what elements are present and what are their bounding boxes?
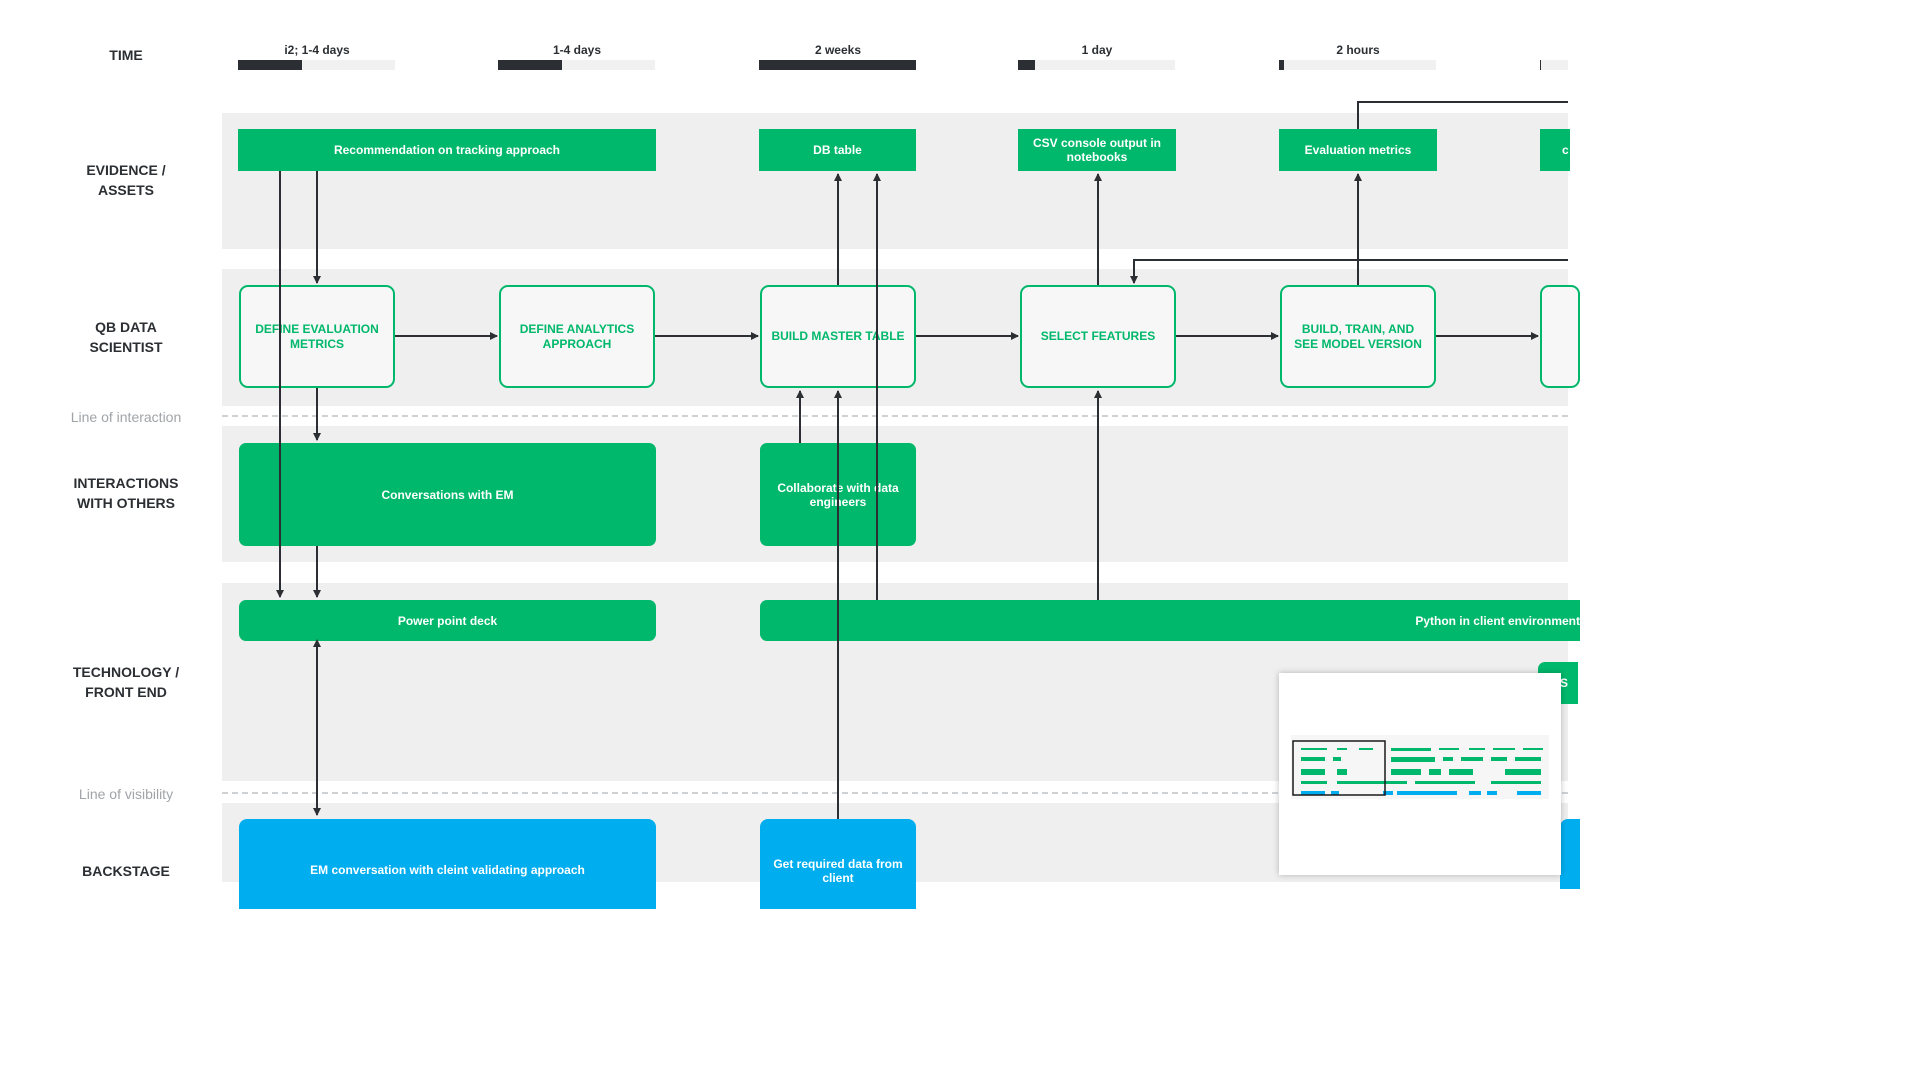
time-bar-fill-6 bbox=[1540, 60, 1542, 70]
evidence-csv-output[interactable]: CSV console output in notebooks bbox=[1018, 129, 1176, 171]
time-bar-fill-3 bbox=[759, 60, 916, 70]
evidence-cut-partial[interactable]: c bbox=[1540, 129, 1570, 171]
time-bar-fill-1 bbox=[238, 60, 303, 70]
tech-power-point-deck[interactable]: Power point deck bbox=[239, 600, 656, 641]
time-bar-fill-4 bbox=[1018, 60, 1036, 70]
time-label-5: 2 hours bbox=[1336, 43, 1380, 57]
time-bar-1 bbox=[238, 60, 395, 70]
row-label-technology: TECHNOLOGY / FRONT END bbox=[72, 664, 180, 700]
evidence-db-table[interactable]: DB table bbox=[759, 129, 916, 171]
time-label-3: 2 weeks bbox=[814, 43, 862, 57]
step-cut-partial[interactable] bbox=[1540, 285, 1580, 388]
interaction-collaborate-data-engineers[interactable]: Collaborate with data engineers bbox=[760, 443, 916, 546]
backstage-get-required-data[interactable]: Get required data from client bbox=[760, 819, 916, 909]
time-label-2: 1-4 days bbox=[552, 43, 602, 57]
step-define-analytics-approach[interactable]: DEFINE ANALYTICS APPROACH bbox=[499, 285, 655, 388]
row-label-time: TIME bbox=[109, 47, 143, 63]
time-bar-fill-5 bbox=[1279, 60, 1284, 70]
minimap-viewport bbox=[1292, 740, 1386, 796]
row-label-scientist: QB DATA SCIENTIST bbox=[89, 319, 163, 355]
step-select-features[interactable]: SELECT FEATURES bbox=[1020, 285, 1176, 388]
interaction-conversations-with-em[interactable]: Conversations with EM bbox=[239, 443, 656, 546]
backstage-em-conversation[interactable]: EM conversation with cleint validating a… bbox=[239, 819, 656, 909]
line-of-visibility-divider bbox=[222, 792, 1568, 794]
step-define-evaluation-metrics[interactable]: DEFINE EVALUATION METRICS bbox=[239, 285, 395, 388]
line-of-visibility-label: Line of visibility bbox=[78, 786, 174, 802]
time-label-1: i2; 1-4 days bbox=[284, 43, 350, 57]
time-bar-2 bbox=[498, 60, 655, 70]
tech-python-client-environment[interactable]: Python in client environment bbox=[760, 600, 1580, 641]
time-bar-4 bbox=[1018, 60, 1175, 70]
time-label-4: 1 day bbox=[1081, 43, 1113, 57]
evidence-evaluation-metrics[interactable]: Evaluation metrics bbox=[1279, 129, 1437, 171]
minimap-panel[interactable] bbox=[1279, 673, 1561, 875]
evidence-tracking-recommendation[interactable]: Recommendation on tracking approach bbox=[238, 129, 656, 171]
time-bar-6 bbox=[1540, 60, 1568, 70]
step-build-train-model[interactable]: BUILD, TRAIN, AND SEE MODEL VERSION bbox=[1280, 285, 1436, 388]
minimap-preview bbox=[1291, 735, 1549, 799]
backstage-cut-partial[interactable] bbox=[1560, 819, 1580, 889]
time-bar-5 bbox=[1279, 60, 1436, 70]
time-bar-fill-2 bbox=[498, 60, 563, 70]
line-of-interaction-label: Line of interaction bbox=[70, 409, 182, 425]
row-label-interactions: INTERACTIONS WITH OTHERS bbox=[73, 475, 179, 511]
line-of-interaction-divider bbox=[222, 415, 1568, 417]
time-bar-3 bbox=[759, 60, 916, 70]
row-label-backstage: BACKSTAGE bbox=[82, 863, 170, 879]
row-label-evidence: EVIDENCE / ASSETS bbox=[86, 162, 166, 198]
step-build-master-table[interactable]: BUILD MASTER TABLE bbox=[760, 285, 916, 388]
